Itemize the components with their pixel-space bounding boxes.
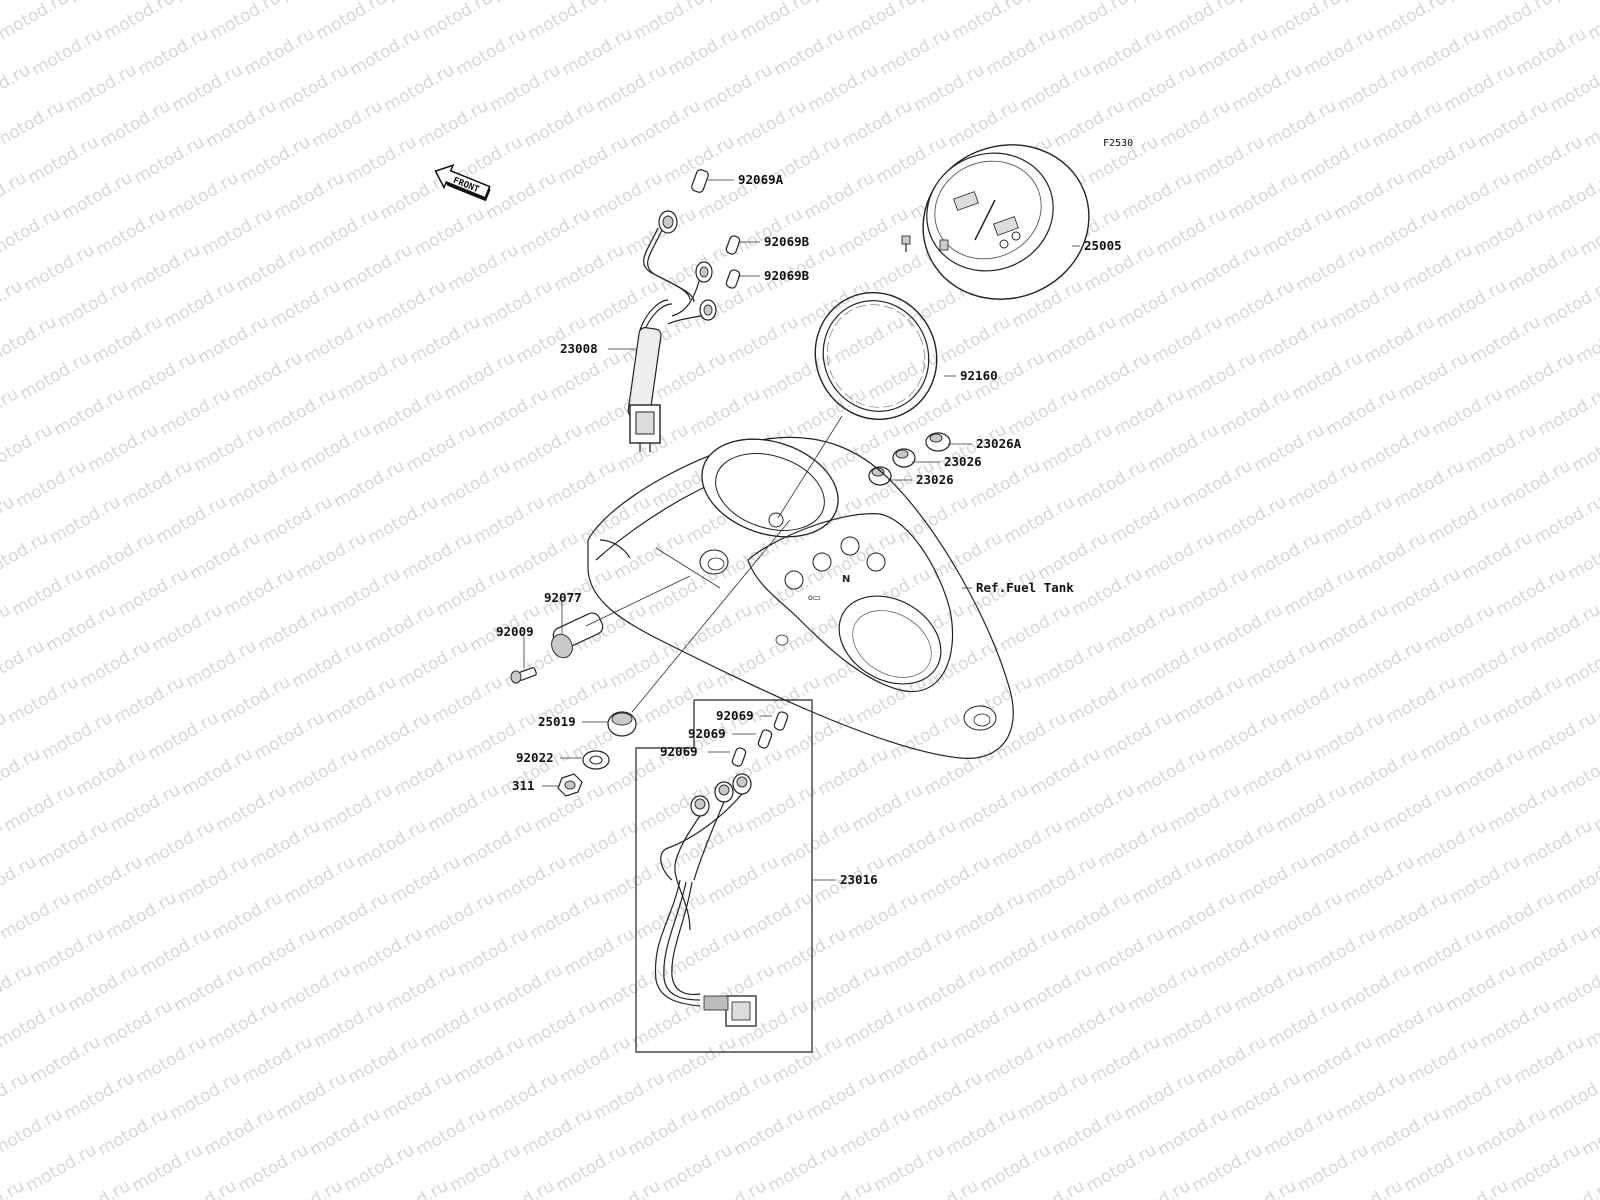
label-23016: 23016 bbox=[840, 872, 878, 887]
label-ref-fuel-tank: Ref.Fuel Tank bbox=[976, 580, 1074, 595]
label-25005: 25005 bbox=[1084, 238, 1122, 253]
neutral-indicator-glyph: N bbox=[842, 574, 850, 585]
label-23008: 23008 bbox=[560, 341, 598, 356]
harness-23016-drawing bbox=[635, 699, 813, 1053]
label-92022: 92022 bbox=[516, 750, 554, 765]
label-92160: 92160 bbox=[960, 368, 998, 383]
oil-indicator-glyph: o▭ bbox=[808, 593, 820, 602]
label-92069-2: 92069 bbox=[688, 726, 726, 741]
label-311: 311 bbox=[512, 778, 535, 793]
diagram-code: F2530 bbox=[1103, 138, 1133, 149]
label-25019: 25019 bbox=[538, 714, 576, 729]
leader-lines bbox=[523, 179, 1080, 881]
grommets-23026-drawing bbox=[868, 432, 951, 486]
ring-92160-drawing bbox=[814, 291, 938, 421]
label-92009: 92009 bbox=[496, 624, 534, 639]
label-92069-3: 92069 bbox=[660, 744, 698, 759]
label-23026A: 23026A bbox=[976, 436, 1022, 451]
label-23026-1: 23026 bbox=[944, 454, 982, 469]
harness-23008-drawing bbox=[627, 169, 741, 452]
fuel-tank-cover-drawing: N o▭ bbox=[587, 436, 1014, 759]
label-92077: 92077 bbox=[544, 590, 582, 605]
left-hardware-drawing bbox=[510, 612, 637, 797]
meter-25005-drawing bbox=[901, 144, 1090, 300]
label-92069A-top: 92069A bbox=[738, 172, 784, 187]
front-arrow-icon: FRONT bbox=[434, 164, 491, 202]
label-92069-1: 92069 bbox=[716, 708, 754, 723]
label-23026-2: 23026 bbox=[916, 472, 954, 487]
label-92069B-1: 92069B bbox=[764, 234, 810, 249]
label-92069B-2: 92069B bbox=[764, 268, 810, 283]
